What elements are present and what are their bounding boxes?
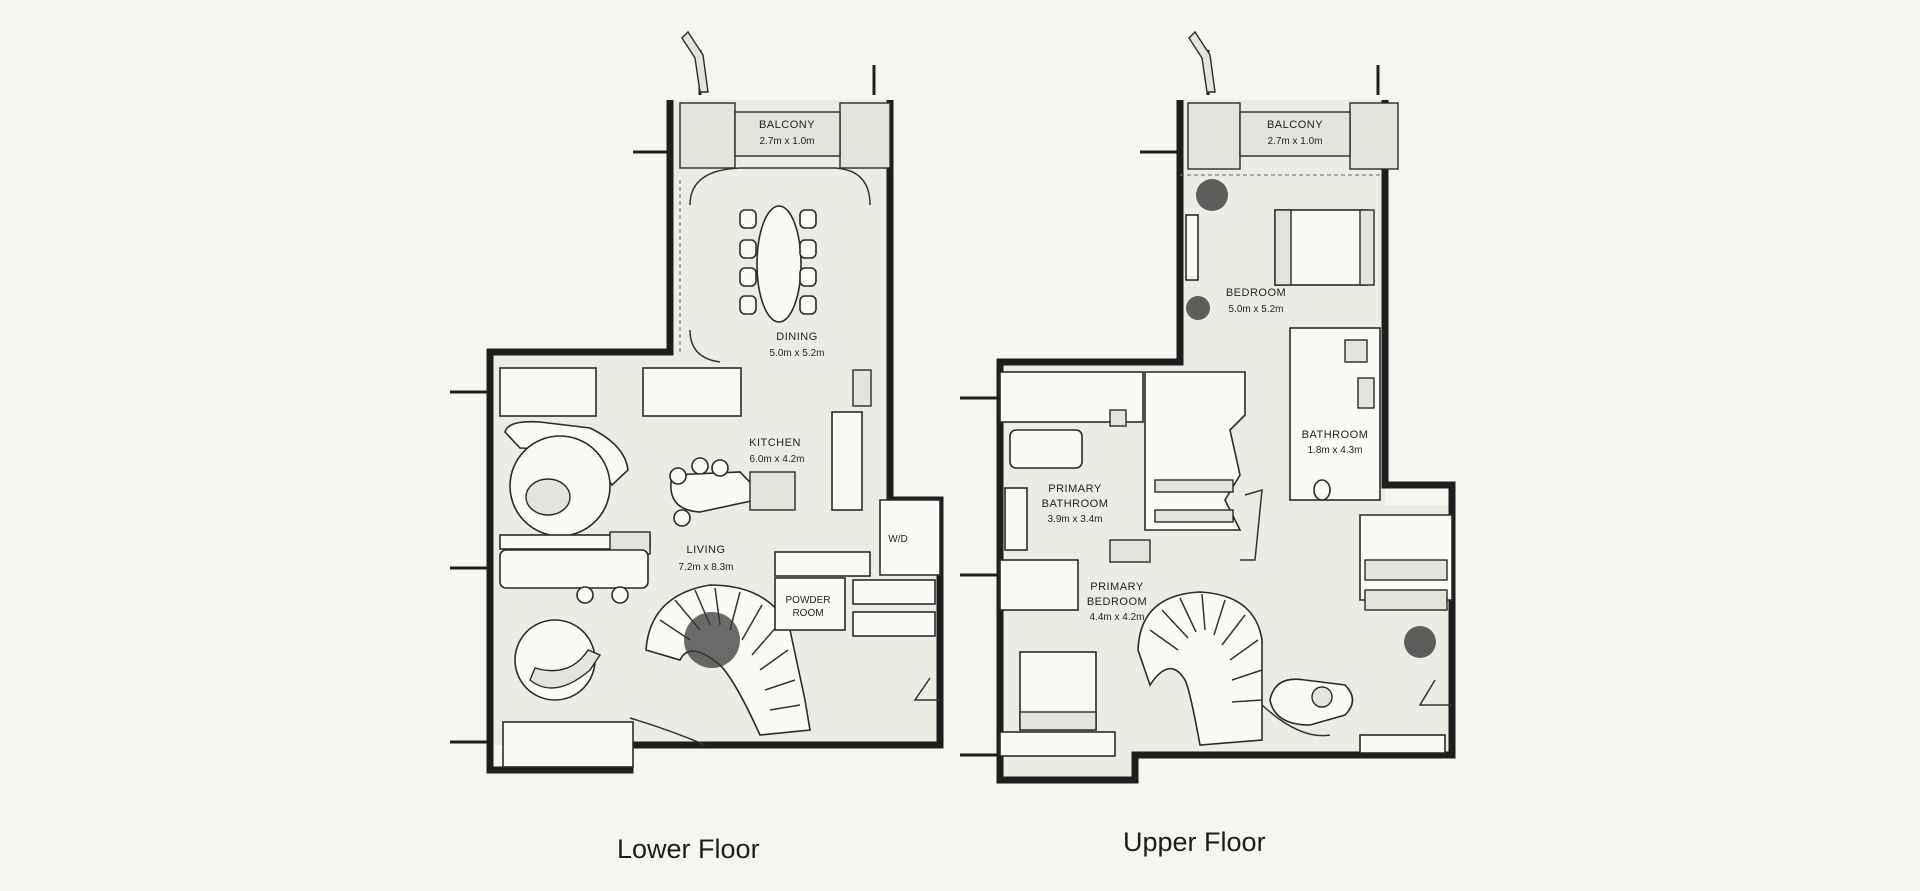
bath-cabinet bbox=[1109, 539, 1151, 563]
dining-table bbox=[756, 205, 802, 323]
storage-unit-b bbox=[852, 611, 936, 637]
primary-desk bbox=[999, 559, 1079, 611]
wardrobe-rail bbox=[1154, 479, 1234, 493]
kitchen-counter bbox=[831, 411, 863, 511]
bathroom-toilet bbox=[1313, 479, 1331, 501]
window-ledge bbox=[1359, 734, 1446, 754]
plant-icon bbox=[1186, 296, 1210, 320]
spiral-staircase-lower bbox=[645, 584, 811, 736]
chimney-flue bbox=[681, 30, 709, 93]
plant-icon bbox=[1404, 626, 1436, 658]
living-size: 7.2m x 8.3m bbox=[678, 562, 733, 573]
side-table bbox=[1311, 686, 1333, 708]
plant-icon bbox=[1196, 179, 1228, 211]
storage-closet bbox=[1359, 514, 1453, 601]
double-vanity bbox=[1004, 487, 1028, 551]
kitchen-size: 6.0m x 4.2m bbox=[749, 454, 804, 465]
balcony-upper bbox=[1239, 111, 1351, 157]
lower-floor-plan: BALCONY 2.7m x 1.0m DINING 5.0m x 5.2m K… bbox=[450, 30, 944, 774]
primary-bathroom-label-1: PRIMARY bbox=[1048, 483, 1102, 495]
bedroom-bench bbox=[999, 731, 1116, 757]
bathtub bbox=[1009, 429, 1083, 469]
balcony-pillar-left bbox=[679, 102, 736, 169]
upper-floor-plan: BALCONY 2.7m x 1.0m BEDROOM 5.0m x 5.2m … bbox=[960, 30, 1456, 784]
bedroom-console bbox=[1185, 214, 1199, 281]
laundry-counter bbox=[774, 551, 871, 577]
primary-bathroom-label-2: BATHROOM bbox=[1042, 498, 1109, 510]
bathroom-vanity bbox=[1357, 377, 1375, 409]
closet-shelf bbox=[1364, 559, 1448, 581]
balcony-lower-size: 2.7m x 1.0m bbox=[759, 136, 814, 147]
balcony-lower bbox=[734, 111, 841, 157]
wardrobe-rail bbox=[1154, 509, 1234, 523]
balcony-upper-size: 2.7m x 1.0m bbox=[1267, 136, 1322, 147]
living-ottoman bbox=[525, 478, 571, 516]
kitchen-appliance bbox=[852, 369, 872, 407]
spiral-staircase-upper bbox=[1137, 591, 1331, 746]
bed-headboard bbox=[1274, 209, 1292, 286]
bathroom-label: BATHROOM bbox=[1302, 429, 1369, 441]
kitchen-label: KITCHEN bbox=[749, 437, 801, 449]
powder-room bbox=[774, 577, 846, 631]
chimney-flue-upper bbox=[1188, 30, 1216, 93]
shower-drain bbox=[1109, 409, 1127, 427]
balcony-upper-label: BALCONY bbox=[1267, 119, 1323, 131]
kitchen-cabinet-left bbox=[499, 367, 597, 417]
primary-bathroom-size: 3.9m x 3.4m bbox=[1047, 514, 1102, 525]
balcony-lower-label: BALCONY bbox=[759, 119, 815, 131]
bedroom-label: BEDROOM bbox=[1226, 287, 1286, 299]
lounge-chair bbox=[1269, 678, 1354, 726]
dining-size: 5.0m x 5.2m bbox=[769, 348, 824, 359]
closet-shelf bbox=[1364, 589, 1448, 611]
bedroom-size: 5.0m x 5.2m bbox=[1228, 304, 1283, 315]
primary-bedroom-size: 4.4m x 4.2m bbox=[1089, 612, 1144, 623]
balcony-pillar-right bbox=[839, 102, 891, 169]
plant-icon bbox=[684, 612, 740, 668]
living-label: LIVING bbox=[686, 544, 725, 556]
balcony-pillar-right-upper bbox=[1349, 102, 1399, 170]
bathroom-size: 1.8m x 4.3m bbox=[1307, 445, 1362, 456]
balcony-pillar-left-upper bbox=[1187, 102, 1241, 170]
primary-bed-headboard bbox=[1019, 711, 1097, 731]
kitchen-cabinet-right bbox=[642, 367, 742, 417]
upper-floor-caption: Upper Floor bbox=[1123, 827, 1266, 857]
cooktop bbox=[749, 471, 796, 511]
bathroom-sink bbox=[1344, 339, 1368, 363]
lounge-bench bbox=[499, 549, 649, 589]
round-lounge-sofa bbox=[529, 649, 602, 689]
walkin-closet bbox=[879, 499, 941, 576]
lower-floor-caption: Lower Floor bbox=[617, 834, 760, 864]
primary-bedroom-label-2: BEDROOM bbox=[1087, 596, 1147, 608]
dining-label: DINING bbox=[776, 331, 818, 343]
primary-bedroom-label-1: PRIMARY bbox=[1090, 581, 1144, 593]
window-seat bbox=[502, 721, 634, 768]
walkin-label: W/D bbox=[888, 534, 907, 545]
powder-label-1: POWDER bbox=[786, 595, 831, 606]
storage-unit-a bbox=[852, 579, 936, 605]
bed-pillow-rail bbox=[1359, 209, 1375, 286]
powder-label-2: ROOM bbox=[792, 608, 823, 619]
